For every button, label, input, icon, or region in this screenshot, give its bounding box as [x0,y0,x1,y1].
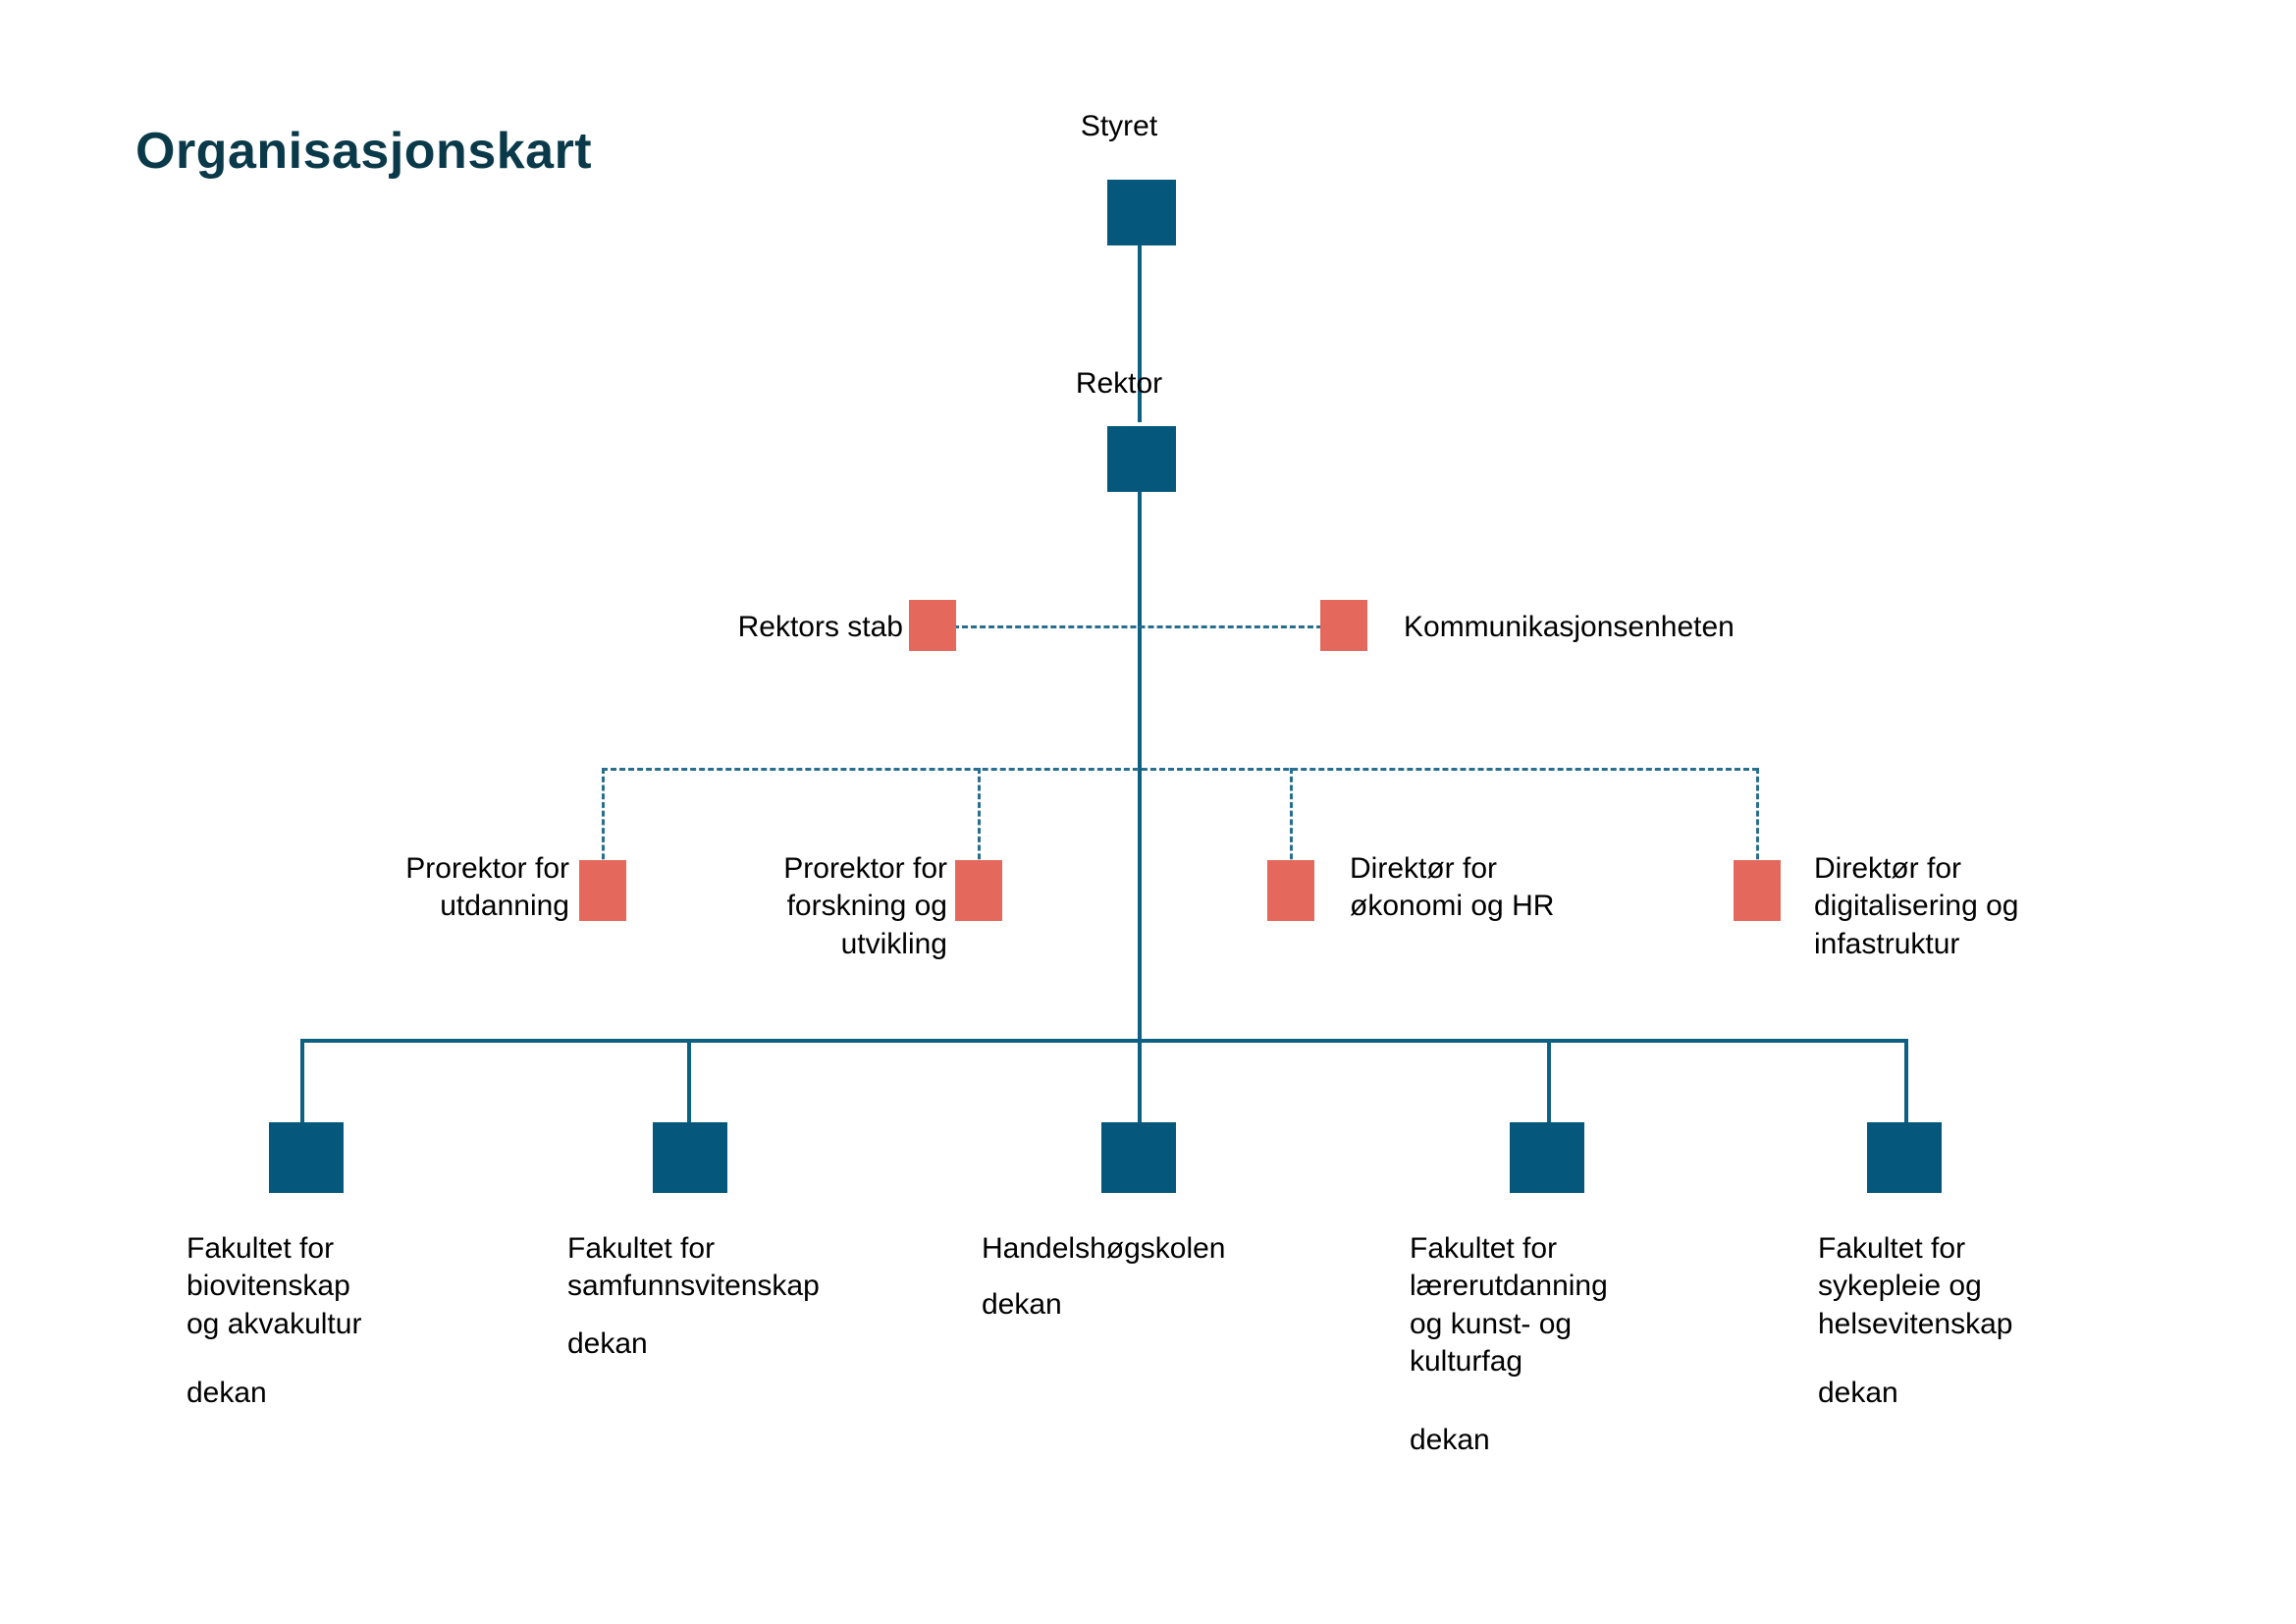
node-label-kommunikasjonsenheten: Kommunikasjonsenheten [1404,611,1735,643]
connector-drop-prorektor-forskning [978,768,981,868]
node-label-direktor-digitalisering: Direktør for digitalisering og infastruk… [1814,852,2019,960]
page-title: Organisasjonskart [135,123,593,180]
node-label-direktor-okonomi: Direktør for økonomi og HR [1350,852,1555,923]
role-label-fakultet-samfunnsvitenskap: dekan [567,1327,648,1360]
node-label-fakultet-samfunnsvitenskap: Fakultet for samfunnsvitenskap [567,1232,820,1303]
node-box-fakultet-biovitenskap[interactable] [269,1122,344,1193]
node-box-direktor-digitalisering[interactable] [1734,860,1781,921]
connector-faculty-bus [300,1039,1906,1043]
node-label-handelshogskolen: Handelshøgskolen [982,1232,1226,1265]
connector-main-spine [1138,492,1142,1135]
node-label-fakultet-laererutdanning: Fakultet for lærerutdanning og kunst- og… [1410,1232,1608,1379]
node-box-styret[interactable] [1107,180,1176,245]
role-label-fakultet-laererutdanning: dekan [1410,1424,1490,1456]
connector-drop-fakultet-2 [687,1039,691,1135]
node-box-fakultet-laererutdanning[interactable] [1510,1122,1584,1193]
node-box-handelshogskolen[interactable] [1101,1122,1176,1193]
node-label-rektors-stab: Rektors stab [737,611,903,643]
connector-drop-direktor-okonomi [1290,768,1293,868]
connector-drop-direktor-digitalisering [1756,768,1759,868]
role-label-fakultet-sykepleie: dekan [1818,1377,1898,1409]
connector-directors-horizontal [602,768,1758,771]
connector-drop-fakultet-4 [1547,1039,1551,1135]
node-box-direktor-okonomi[interactable] [1267,860,1314,921]
connector-styret-rektor [1138,245,1142,422]
node-box-kommunikasjonsenheten[interactable] [1320,600,1367,651]
node-box-fakultet-sykepleie[interactable] [1867,1122,1942,1193]
node-box-rektors-stab[interactable] [909,600,956,651]
node-label-fakultet-sykepleie: Fakultet for sykepleie og helsevitenskap [1818,1232,2013,1340]
role-label-handelshogskolen: dekan [982,1288,1062,1321]
node-box-prorektor-utdanning[interactable] [579,860,626,921]
node-label-styret: Styret [1080,110,1158,142]
node-label-prorektor-utdanning: Prorektor for utdanning [405,852,569,923]
connector-drop-prorektor-utdanning [602,768,605,868]
node-label-prorektor-forskning: Prorektor for forskning og utvikling [783,852,947,960]
connector-staff-horizontal [953,625,1322,628]
node-label-fakultet-biovitenskap: Fakultet for biovitenskap og akvakultur [187,1232,362,1340]
node-label-rektor: Rektor [1075,367,1163,400]
node-box-rektor[interactable] [1107,426,1176,492]
connector-drop-fakultet-1 [300,1039,304,1135]
node-box-fakultet-samfunnsvitenskap[interactable] [653,1122,727,1193]
connector-drop-fakultet-5 [1904,1039,1908,1135]
role-label-fakultet-biovitenskap: dekan [187,1377,267,1409]
node-box-prorektor-forskning[interactable] [955,860,1002,921]
